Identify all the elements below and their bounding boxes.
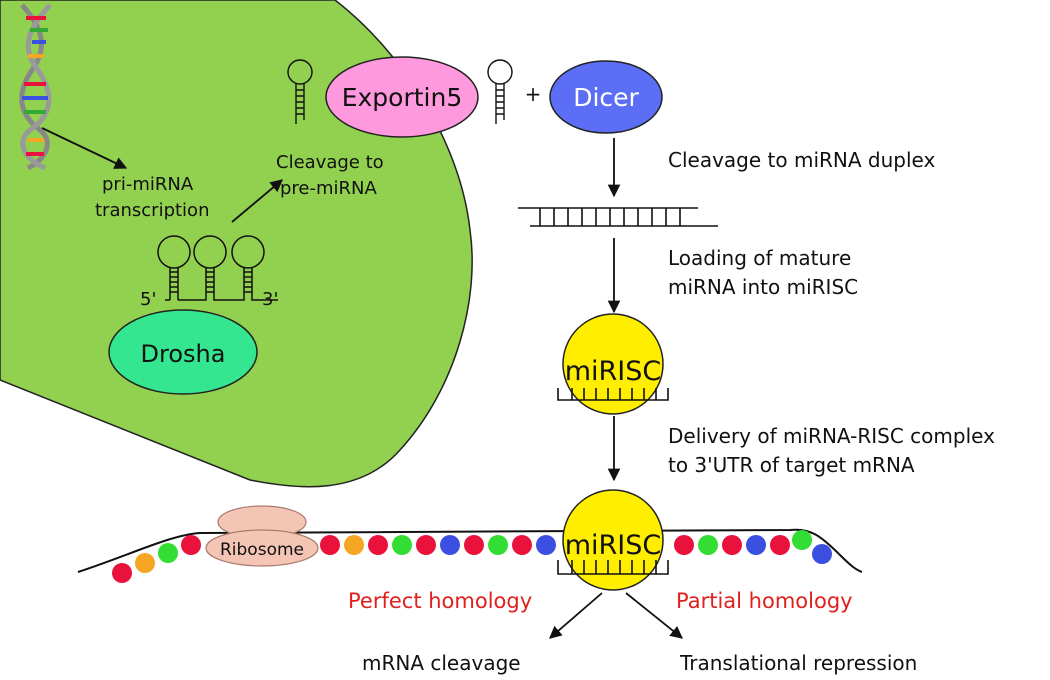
pre-mirna-hairpin-icon: [287, 59, 313, 124]
drosha-enzyme: [108, 309, 258, 395]
translational-repression-label: Translational repression: [679, 651, 917, 675]
pre-mirna-label: pre-miRNA: [280, 178, 378, 199]
five-prime-label: 5': [140, 289, 156, 310]
step-delivery-line1: Delivery of miRNA-RISC complex: [668, 424, 995, 448]
mrna-cleavage-label: mRNA cleavage: [362, 651, 521, 675]
step-cleavage-duplex: Cleavage to miRNA duplex: [668, 148, 935, 172]
pri-mirna-label: pri-miRNA: [102, 174, 194, 195]
arrow-to-repression: [625, 592, 683, 639]
three-prime-label: 3': [262, 289, 278, 310]
exportin5-protein: [325, 56, 479, 138]
mirisc-loaded-strand: [557, 388, 669, 401]
exportin5-label: Exportin5: [342, 83, 463, 112]
cleavage-label: Cleavage to: [276, 152, 384, 173]
arrow-to-cleavage: [549, 592, 603, 639]
ribosome-label: Ribosome: [220, 540, 304, 560]
dicer-label: Dicer: [573, 83, 639, 112]
perfect-homology-label: Perfect homology: [348, 589, 532, 613]
mirisc-label: miRISC: [565, 356, 662, 387]
mrna-nucleotide-beads: [112, 530, 832, 583]
transcription-label: transcription: [95, 200, 209, 221]
mirisc-complex: [562, 313, 664, 415]
mrna-strand: [77, 528, 863, 573]
ribosome: [205, 505, 319, 567]
step-loading-line2: miRNA into miRISC: [668, 275, 858, 299]
pri-mirna-hairpins: [157, 235, 278, 301]
arrow-cleavage-pre: [231, 179, 283, 223]
step-delivery-line2: to 3'UTR of target mRNA: [668, 453, 915, 477]
exported-hairpin-icon: [487, 59, 513, 124]
drosha-label: Drosha: [141, 340, 226, 368]
plus-sign: +: [525, 82, 542, 106]
mirna-duplex: [518, 207, 718, 227]
mirisc-bound-label: miRISC: [565, 530, 662, 561]
step-loading-line1: Loading of mature: [668, 246, 851, 270]
mirisc-bound-strand: [557, 560, 669, 575]
dicer-enzyme: [549, 60, 663, 134]
mirisc-bound-complex: [562, 489, 664, 591]
dna-helix-icon: [19, 3, 52, 171]
partial-homology-label: Partial homology: [676, 589, 853, 613]
arrow-transcription: [41, 127, 128, 169]
